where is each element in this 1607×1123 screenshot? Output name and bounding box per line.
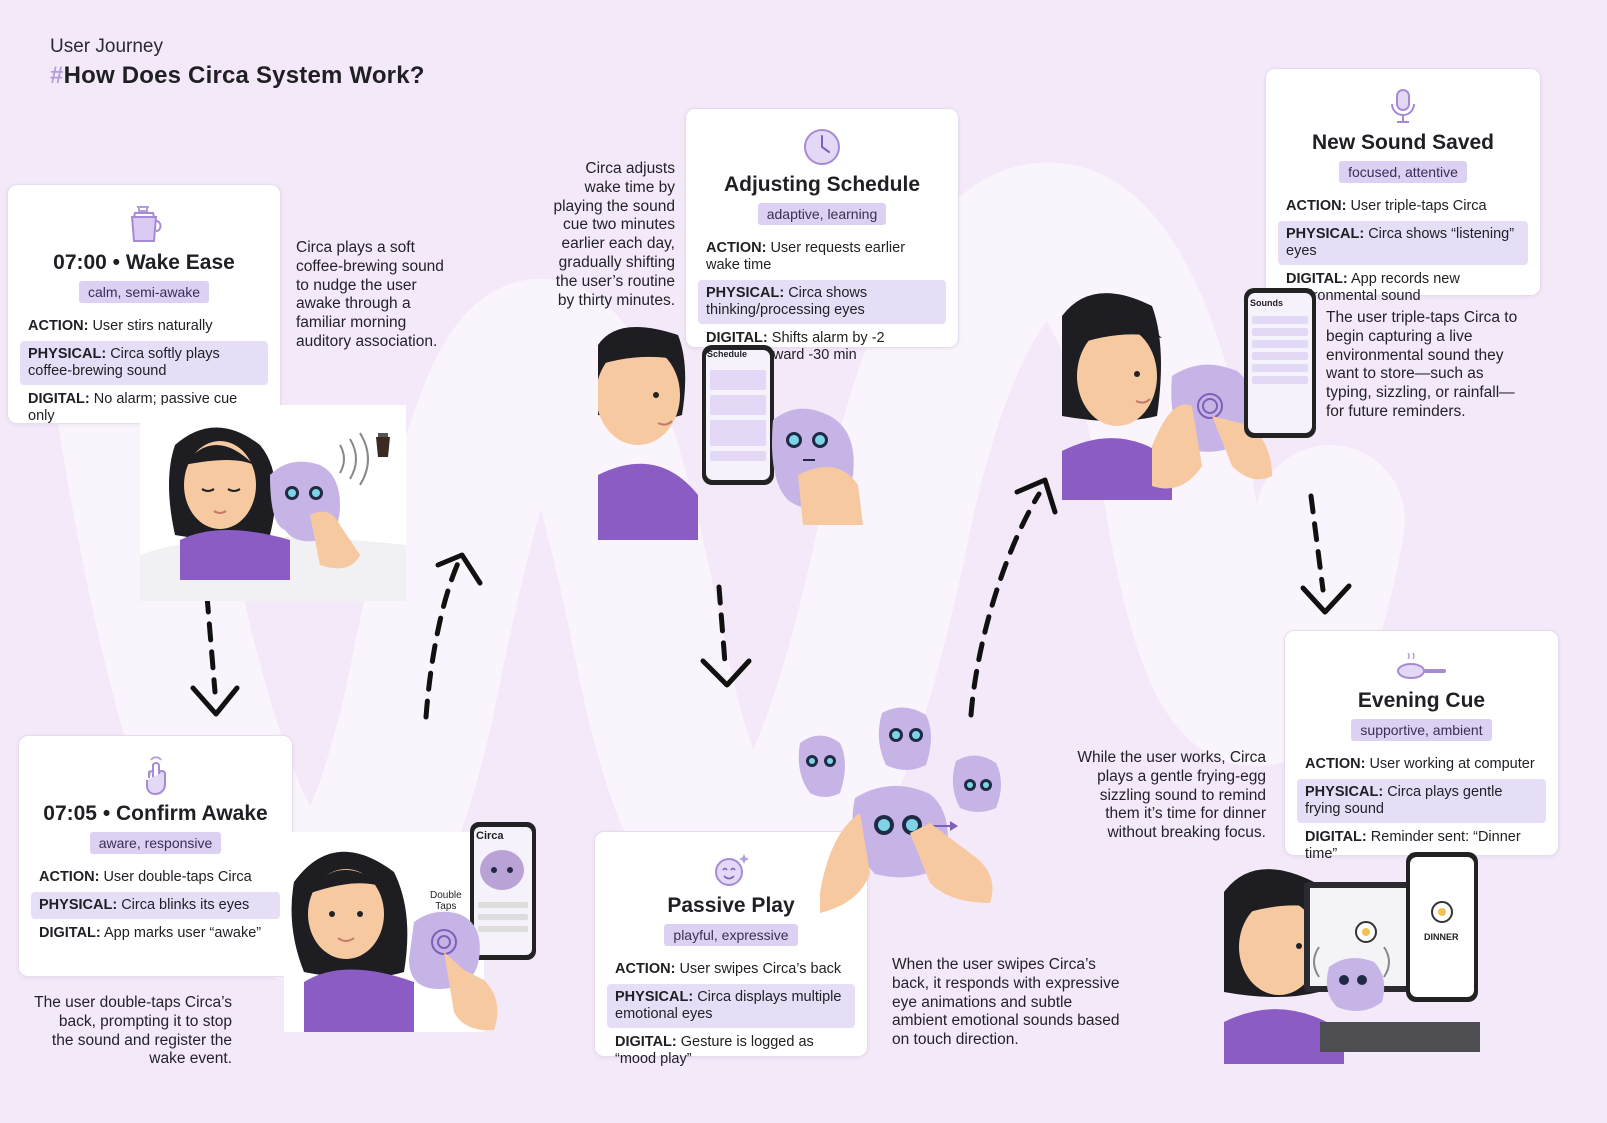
card-adjusting-schedule: Adjusting Schedule adaptive, learning AC… (685, 108, 959, 363)
arrow-down-1 (190, 593, 240, 717)
physical-row: PHYSICAL: Circa shows thinking/processin… (698, 280, 946, 324)
page-subtitle: User Journey (50, 36, 163, 57)
digital-row: DIGITAL: No alarm; passive cue only (28, 391, 238, 424)
page-header: User Journey #How Does Circa System Work… (50, 36, 425, 90)
title-text: How Does Circa System Work? (63, 62, 425, 89)
mood-tag: supportive, ambient (1351, 719, 1492, 741)
coffee-pot-icon (130, 206, 162, 242)
dinner-label: DINNER (1424, 932, 1459, 942)
mood-tag: focused, attentive (1339, 161, 1467, 183)
action-row: ACTION: User triple-taps Circa (1286, 198, 1487, 214)
action-row: ACTION: User swipes Circa’s back (615, 961, 842, 977)
action-row: ACTION: User stirs naturally (28, 318, 213, 334)
card-wake-ease: 07:00 • Wake Ease calm, semi-awake ACTIO… (7, 184, 281, 424)
page-title: #How Does Circa System Work? (50, 62, 425, 90)
arrow-up-2 (968, 477, 1058, 718)
card-title: Adjusting Schedule (723, 173, 920, 196)
card-title: 07:05 • Confirm Awake (43, 802, 268, 825)
arrow-down-2 (700, 584, 752, 688)
digital-row: DIGITAL: App marks user “awake” (39, 925, 262, 941)
card-evening-cue: Evening Cue supportive, ambient ACTION: … (1284, 630, 1559, 862)
card-title: Evening Cue (1357, 689, 1486, 712)
arrow-up-1 (423, 552, 483, 720)
illustration-evening (1224, 852, 1480, 1064)
illustration-confirm (284, 822, 536, 1032)
digital-row: DIGITAL: App records new environmental s… (1286, 271, 1460, 304)
double-tap-hand-icon (145, 756, 166, 796)
illustration-wake (140, 405, 406, 601)
mood-tag: calm, semi-awake (78, 281, 210, 303)
card-confirm-awake: 07:05 • Confirm Awake aware, responsive … (18, 735, 293, 977)
digital-row: DIGITAL: Reminder sent: “Dinner time” (1305, 829, 1521, 862)
mood-tag: adaptive, learning (757, 203, 887, 225)
illustration-play (798, 707, 1001, 913)
microphone-icon (1391, 89, 1415, 123)
card-title: New Sound Saved (1311, 131, 1495, 154)
physical-row: PHYSICAL: Circa plays gentle frying soun… (1297, 779, 1546, 823)
phone-sounds-title: Sounds (1250, 298, 1283, 308)
card-passive-play: Passive Play playful, expressive ACTION:… (594, 831, 868, 1067)
phone-schedule-title: Schedule (707, 349, 748, 359)
action-row: ACTION: User requests earlier wake time (706, 240, 906, 273)
physical-row: PHYSICAL: Circa displays multiple emotio… (607, 984, 855, 1028)
physical-row: PHYSICAL: Circa softly plays coffee-brew… (20, 341, 268, 385)
physical-row: PHYSICAL: Circa shows “listening” eyes (1278, 221, 1528, 265)
action-row: ACTION: User double-taps Circa (39, 869, 252, 885)
phone-circa-title: Circa (476, 830, 504, 842)
illustration-sound (1062, 288, 1316, 500)
action-row: ACTION: User working at computer (1305, 756, 1535, 772)
frying-pan-icon (1396, 652, 1446, 679)
card-new-sound-saved: New Sound Saved focused, attentive ACTIO… (1265, 68, 1541, 304)
card-title: 07:00 • Wake Ease (53, 251, 235, 274)
illustration-schedule (598, 327, 863, 540)
arrow-down-3 (1300, 493, 1352, 615)
title-hash: # (50, 62, 64, 89)
mood-tag: playful, expressive (664, 924, 798, 946)
physical-row: PHYSICAL: Circa blinks its eyes (31, 892, 280, 919)
mood-tag: aware, responsive (89, 832, 222, 854)
sparkle-face-icon (715, 854, 749, 886)
digital-row: DIGITAL: Gesture is logged as “mood play… (615, 1034, 814, 1067)
card-title: Passive Play (667, 894, 795, 917)
clock-icon (804, 129, 840, 165)
